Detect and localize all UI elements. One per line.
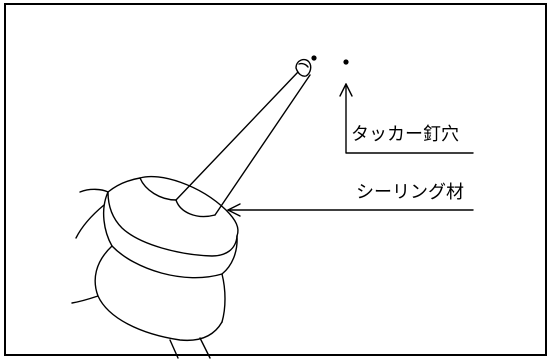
sealing-leader <box>227 203 474 217</box>
tacker-hole-dot <box>311 55 317 61</box>
sealing-material-label: シーリング材 <box>356 182 464 203</box>
cartridge-body <box>71 175 239 359</box>
tacker-leader <box>339 83 474 154</box>
tacker-hole-dot <box>343 59 349 65</box>
diagram-frame <box>4 3 547 356</box>
nozzle <box>175 58 312 216</box>
tacker-holes-label: タッカー釘穴 <box>351 124 459 145</box>
tacker-holes <box>311 55 349 65</box>
